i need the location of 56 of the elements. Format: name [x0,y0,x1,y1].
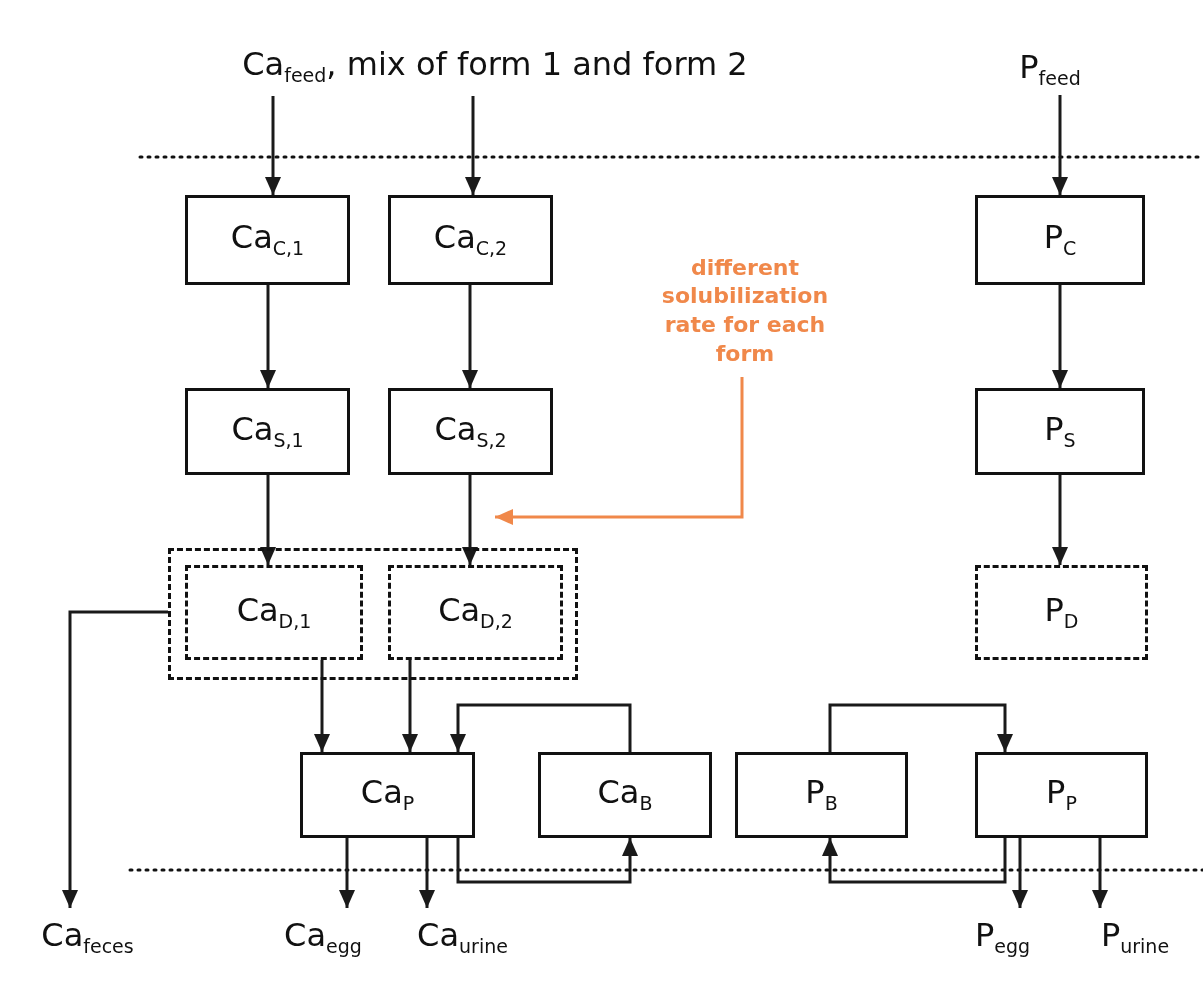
arrow [1012,838,1028,908]
flow-label: Ca$_{feces}$ [41,918,134,958]
box-label: P$_{B}$ [805,775,838,815]
box-label: Ca$_{C,2}$ [433,220,508,260]
process-box [185,195,350,285]
arrow [828,703,1013,752]
arrow [465,96,481,195]
arrow [450,703,632,752]
arrow [1052,285,1068,388]
box-label: Ca$_{B}$ [597,775,653,815]
process-box [975,388,1145,475]
dashed-box [185,565,363,660]
process-box [388,388,553,475]
dashed-box [975,565,1148,660]
annotation-text: different solubilization rate for each form [660,253,830,368]
arrow [260,285,276,388]
arrow [495,377,744,525]
arrow [462,475,478,565]
arrow [1052,95,1068,195]
arrow [462,285,478,388]
box-label: Ca$_{C,1}$ [230,220,305,260]
process-box [975,195,1145,285]
arrow [456,838,638,884]
arrow [260,475,276,565]
arrow [419,838,435,908]
box-label: P$_{D}$ [1044,592,1079,633]
flow-label: Ca$_{egg}$ [284,918,362,958]
box-label: P$_{P}$ [1046,775,1077,815]
process-box [388,195,553,285]
box-label: P$_{C}$ [1043,220,1077,260]
process-box [538,752,712,838]
arrow [339,838,355,908]
box-label: Ca$_{D,1}$ [236,592,312,633]
flow-label: Ca$_{feed}$, mix of form 1 and form 2 [242,47,748,87]
arrow [822,838,1007,884]
flow-label: P$_{feed}$ [1019,50,1081,90]
arrow [402,660,418,752]
process-box [975,752,1148,838]
flow-label: P$_{urine}$ [1100,918,1170,958]
arrow [1092,838,1108,908]
process-box [735,752,908,838]
box-label: Ca$_{D,2}$ [438,592,513,633]
dashed-box [388,565,563,660]
flow-label: P$_{egg}$ [974,918,1031,958]
box-label: P$_{S}$ [1044,411,1076,452]
box-label: Ca$_{S,1}$ [231,411,304,452]
arrow [265,96,281,195]
arrow [62,610,168,908]
arrow [314,660,330,752]
dashed-group-box [168,548,578,680]
box-label: Ca$_{S,2}$ [434,411,507,452]
box-label: Ca$_{P}$ [360,775,415,815]
process-box [300,752,475,838]
arrow [1052,475,1068,565]
flow-label: Ca$_{urine}$ [417,918,508,958]
process-box [185,388,350,475]
